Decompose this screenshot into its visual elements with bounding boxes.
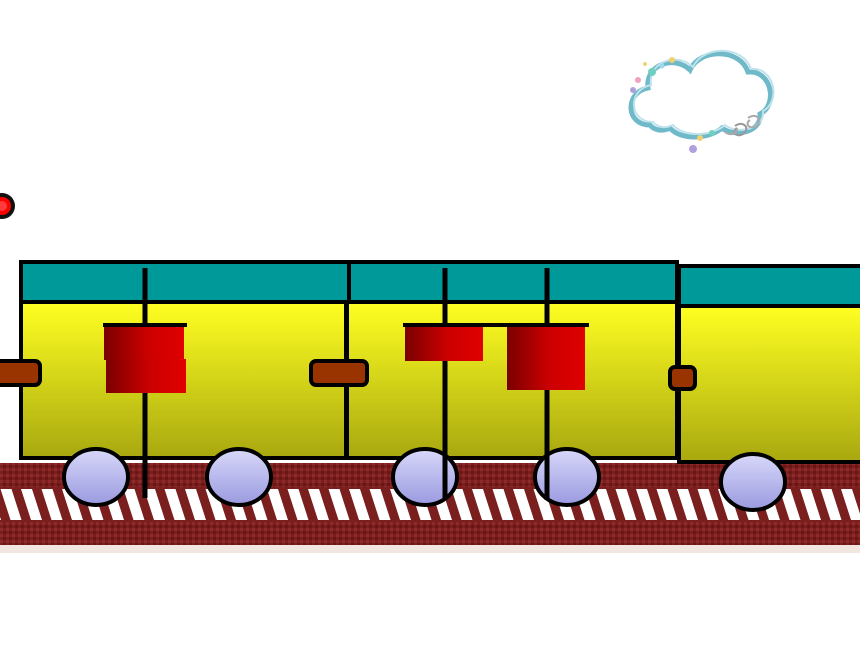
railroad-tie (677, 489, 698, 520)
railroad-tie (841, 489, 860, 520)
railroad-tie (369, 489, 391, 520)
train-car-1 (19, 260, 351, 498)
railroad-tie (451, 489, 473, 520)
wheel (391, 447, 459, 507)
car-roof (19, 260, 351, 304)
car-body (677, 304, 860, 464)
railroad-tie (615, 489, 637, 520)
cloud-icon (628, 49, 775, 153)
railroad-tie (62, 489, 83, 520)
counter-block (405, 327, 483, 361)
railroad-tie (779, 489, 801, 520)
railroad-tie (697, 489, 719, 520)
railroad-tie (0, 489, 22, 520)
railroad-tie (820, 489, 842, 520)
railroad-tie (472, 489, 493, 520)
railroad-tie (287, 489, 309, 520)
railroad-tie (390, 489, 411, 520)
railroad-tie (0, 516, 1, 520)
railroad-tie (595, 489, 616, 520)
car-roof (347, 260, 679, 304)
counter-block (104, 327, 184, 360)
wheel (205, 447, 273, 507)
railroad-tie (636, 489, 657, 520)
railroad-tie (513, 489, 534, 520)
railroad-tie (349, 489, 370, 520)
railroad-tie (41, 489, 63, 520)
signal-light-icon (0, 193, 15, 219)
rail-bottom (0, 522, 860, 545)
railroad-tie (21, 489, 42, 520)
counter-block (507, 356, 585, 390)
railroad-tie (656, 489, 678, 520)
railroad-tie (164, 489, 186, 520)
wheels (62, 447, 787, 512)
couplers (0, 359, 697, 391)
railroad-tie (718, 489, 739, 520)
railroad-tie (492, 489, 514, 520)
railroad-tie (205, 489, 227, 520)
coupler (668, 365, 697, 391)
train-car-2 (345, 260, 679, 498)
train-car-3 (677, 264, 860, 464)
car-roof (677, 264, 860, 308)
railroad-tie (533, 489, 555, 520)
railroad-tie (123, 489, 145, 520)
railroad-tie (144, 489, 165, 520)
coupler (0, 359, 42, 387)
coupler (309, 359, 369, 387)
railroad-tie (328, 489, 350, 520)
wheel (62, 447, 130, 507)
wheel (533, 447, 601, 507)
counter-block (507, 327, 585, 357)
counter-block (106, 359, 186, 393)
railroad-tie (185, 489, 206, 520)
railroad-tie (267, 489, 288, 520)
railroad-tie (800, 489, 821, 520)
wheel (719, 452, 787, 512)
railroad-tie (308, 489, 329, 520)
